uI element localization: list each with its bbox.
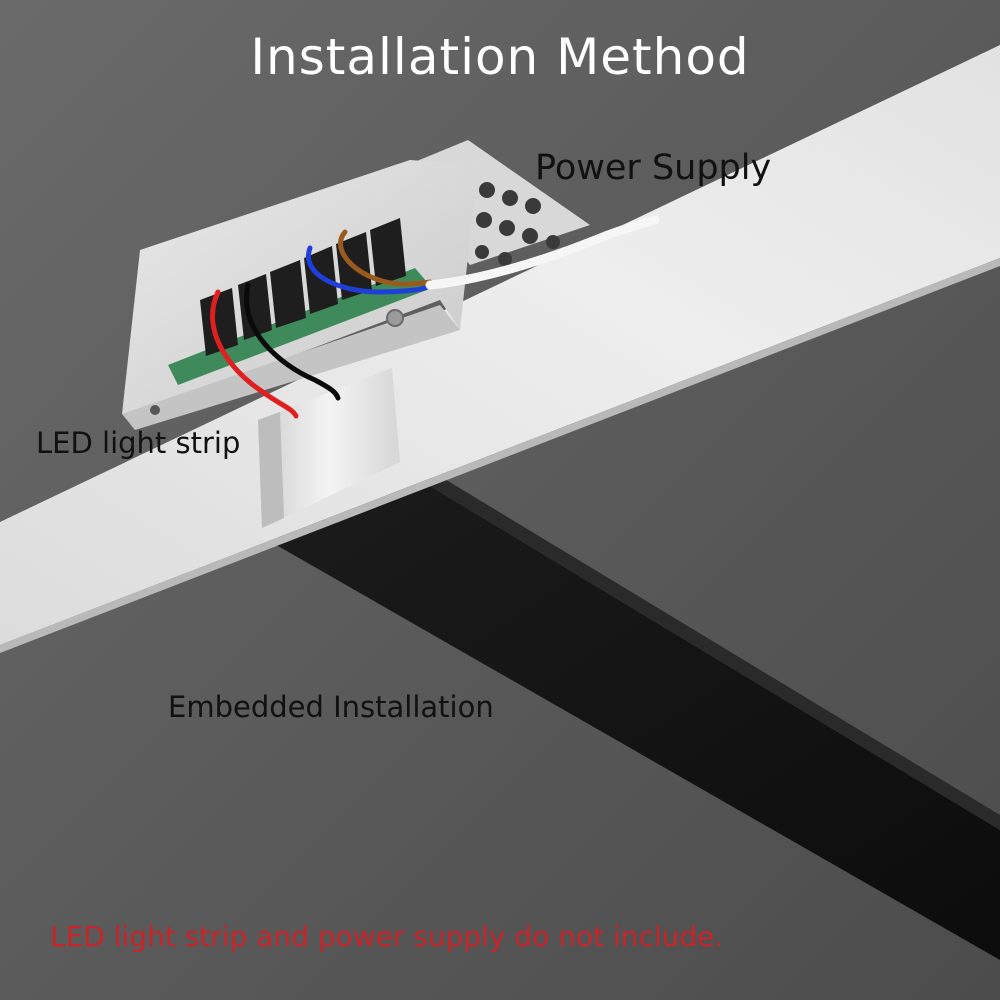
disclaimer-note: LED light strip and power supply do not … [50,920,724,953]
page-title: Installation Method [250,28,750,86]
wire-brown [338,229,433,287]
profile-edge-highlight [390,455,1000,830]
led-strip-label: LED light strip [36,426,241,460]
mounting-screw [386,309,404,327]
embedded-installation-label: Embedded Installation [168,690,494,724]
slot-inner-shadow [258,412,284,528]
wire-black [244,282,341,401]
ceiling-board-lower-edge [0,258,1000,653]
mains-cable [425,215,660,290]
profile-slot [258,368,400,528]
wire-red [210,289,299,419]
ceiling-board [0,45,1000,645]
corner-screw [150,405,160,415]
power-supply-label: Power Supply [535,148,772,188]
black-profile [250,462,1000,960]
power-supply [122,140,590,430]
vent-holes [475,182,560,266]
wire-blue [305,245,428,295]
pcb-board [168,268,432,385]
